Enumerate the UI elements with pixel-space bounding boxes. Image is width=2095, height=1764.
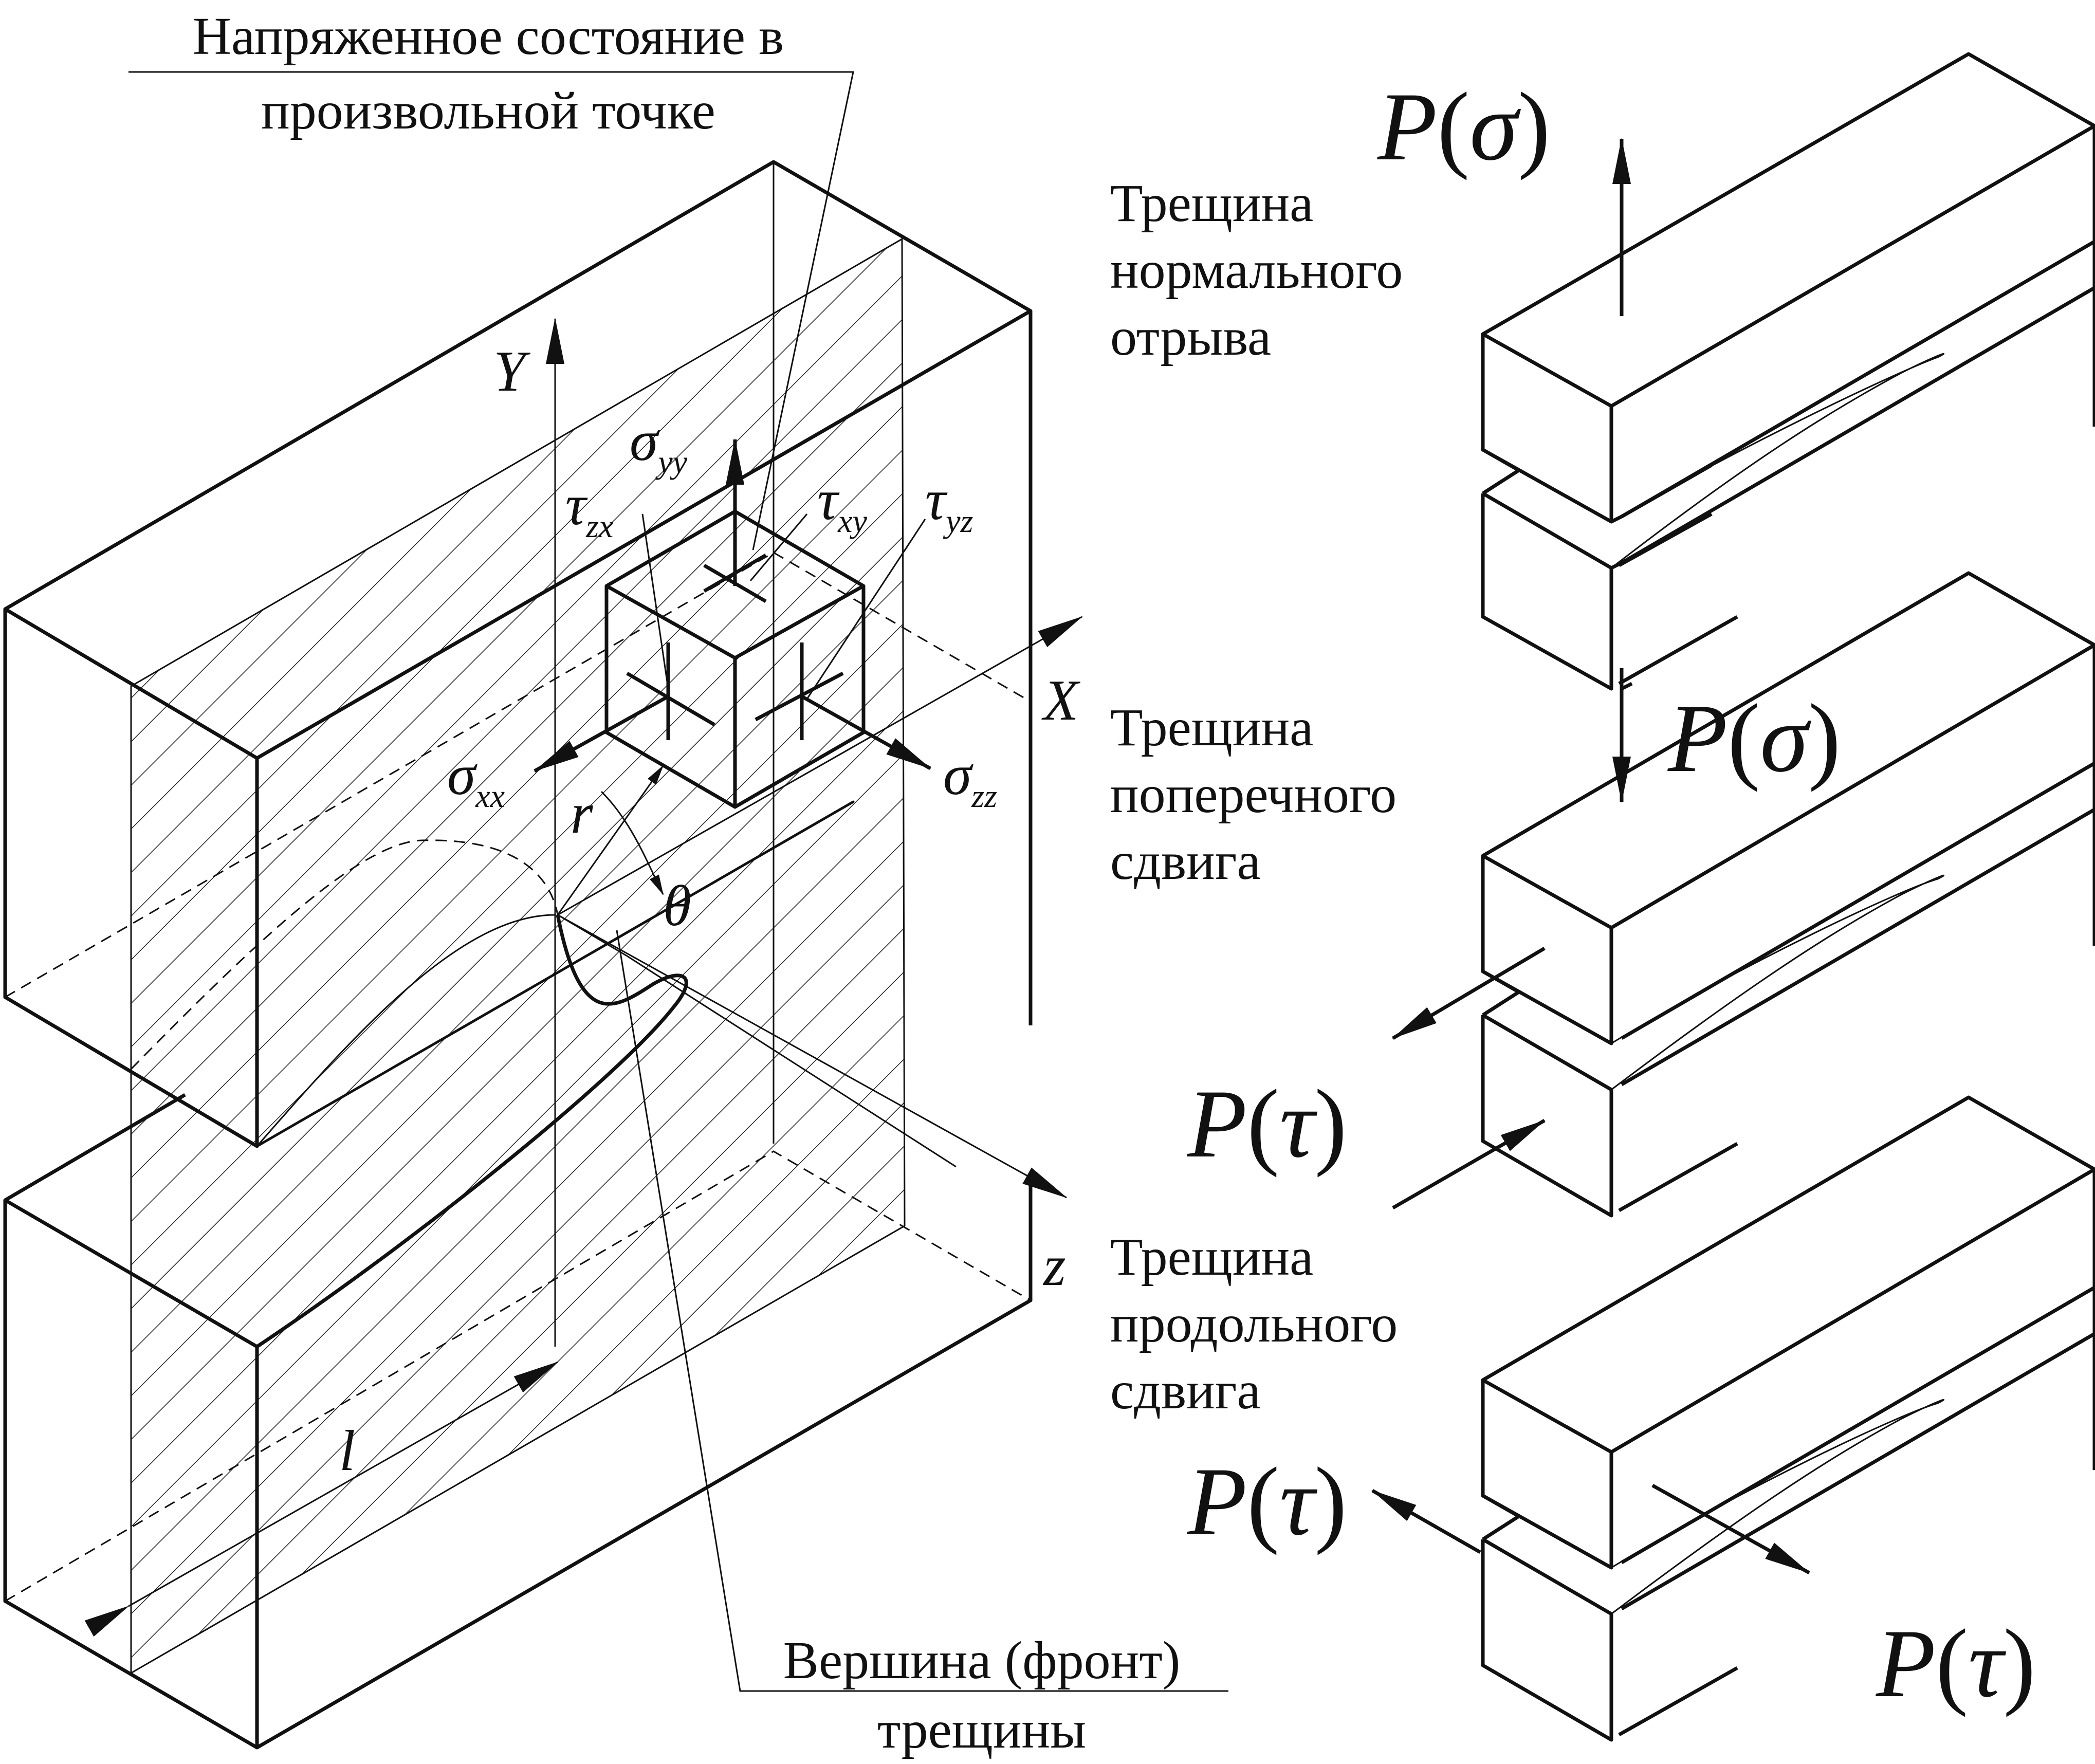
- x-axis-label: X: [1041, 669, 1081, 732]
- load-p-tau-2: P(τ): [1186, 1448, 1347, 1556]
- tau-xy-label: τxy: [817, 468, 868, 539]
- load-p-tau-3: P(τ): [1875, 1610, 2036, 1718]
- hatched-section: [130, 237, 906, 1675]
- stress-state-title-line2: произвольной точке: [261, 81, 715, 140]
- svg-text:σzz: σzz: [943, 743, 997, 814]
- sigma-xx-label: σxx: [447, 743, 505, 814]
- load-p-sigma-1: P(σ): [1376, 73, 1550, 181]
- tau-zx-label: τzx: [565, 473, 613, 544]
- crack-tip-label-line1: Вершина (фронт): [783, 1631, 1181, 1690]
- mode-sliding-arrow-right: [1392, 1118, 1546, 1210]
- mode-opening-specimen: [1481, 52, 2095, 691]
- mode-sliding-arrow-left: [1392, 946, 1546, 1040]
- z-axis: [557, 914, 1068, 1199]
- mode-sliding-specimen: [1392, 571, 2095, 1218]
- z-axis-label: z: [1042, 1234, 1066, 1298]
- stress-state-title-line1: Напряженное состояние в: [193, 7, 784, 66]
- length-dim: [84, 1361, 559, 1637]
- svg-text:τzx: τzx: [565, 473, 613, 544]
- load-p-tau-1: P(τ): [1186, 1070, 1347, 1178]
- svg-text:τxy: τxy: [817, 468, 868, 539]
- y-axis-label: Y: [493, 340, 531, 403]
- crack-upper-edge: [256, 914, 556, 1147]
- mode-sliding-label: Трещина поперечного сдвига: [1110, 698, 1396, 891]
- angle-label: θ: [663, 874, 691, 938]
- mode-opening-label: Трещина нормального отрыва: [1110, 174, 1403, 366]
- svg-text:Трещина: Трещина: [1110, 698, 1313, 757]
- crack-lower-edge: [256, 914, 688, 1348]
- svg-text:сдвига: сдвига: [1110, 1361, 1261, 1420]
- radius-label: r: [571, 782, 593, 846]
- x-axis: [557, 616, 1083, 916]
- length-label: l: [339, 1419, 355, 1483]
- svg-text:σxx: σxx: [447, 743, 505, 814]
- main-specimen: [3, 71, 1228, 1750]
- sigma-yy-label: σyy: [630, 409, 688, 480]
- upper-block: [3, 160, 1033, 1148]
- tau-yz-label: τyz: [925, 468, 973, 539]
- crack-tip-label-line2: трещины: [877, 1700, 1086, 1759]
- svg-text:σyy: σyy: [630, 409, 688, 480]
- svg-text:нормального: нормального: [1110, 241, 1403, 300]
- load-p-sigma-2: P(σ): [1667, 685, 1841, 793]
- svg-text:поперечного: поперечного: [1110, 765, 1396, 824]
- svg-text:отрыва: отрыва: [1110, 307, 1271, 366]
- svg-text:Трещина: Трещина: [1110, 174, 1313, 233]
- mode-tearing-arrow-left: [1371, 1489, 1481, 1554]
- svg-text:Трещина: Трещина: [1110, 1227, 1313, 1287]
- svg-text:продольного: продольного: [1110, 1294, 1398, 1353]
- mode-tearing-specimen: [1371, 1095, 2095, 1742]
- mode-tearing-label: Трещина продольного сдвига: [1110, 1227, 1398, 1420]
- mode-tearing-arrow-right: [1651, 1483, 1810, 1575]
- svg-text:сдвига: сдвига: [1110, 832, 1261, 891]
- svg-text:τyz: τyz: [925, 468, 973, 539]
- sigma-zz-label: σzz: [943, 743, 997, 814]
